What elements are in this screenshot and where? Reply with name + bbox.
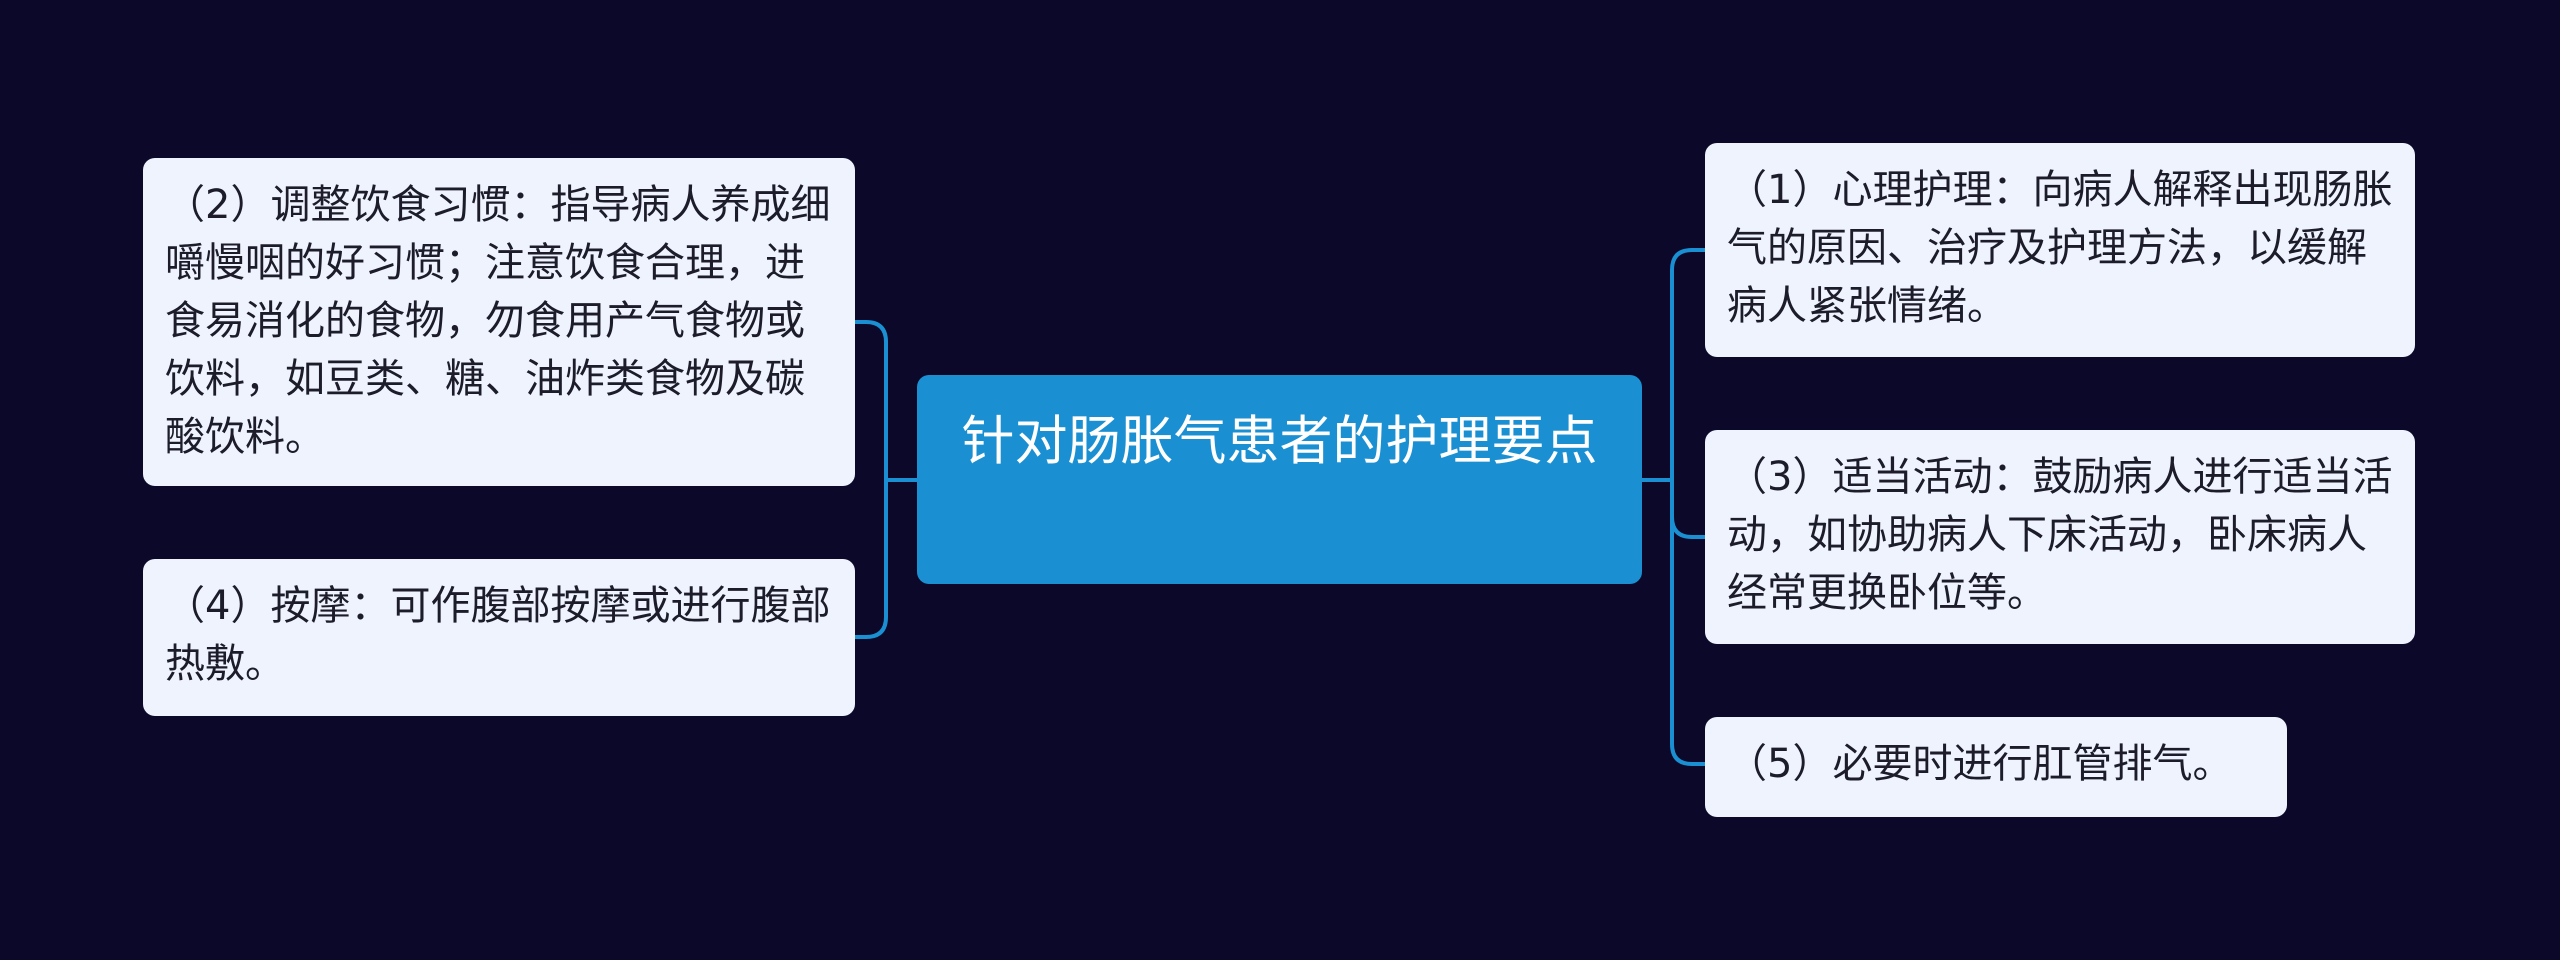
branch-node-3[interactable]: （3）适当活动：鼓励病人进行适当活动，如协助病人下床活动，卧床病人经常更换卧位等…	[1705, 430, 2415, 644]
branch-node-5[interactable]: （5）必要时进行肛管排气。	[1705, 717, 2287, 817]
branch-node-text: （1）心理护理：向病人解释出现肠胀气的原因、治疗及护理方法，以缓解病人紧张情绪。	[1727, 167, 2393, 329]
central-topic[interactable]: 针对肠胀气患者的护理要点	[917, 375, 1642, 584]
branch-node-2[interactable]: （2）调整饮食习惯：指导病人养成细嚼慢咽的好习惯；注意饮食合理，进食易消化的食物…	[143, 158, 855, 486]
branch-node-4[interactable]: （4）按摩：可作腹部按摩或进行腹部热敷。	[143, 559, 855, 716]
branch-node-text: （3）适当活动：鼓励病人进行适当活动，如协助病人下床活动，卧床病人经常更换卧位等…	[1727, 454, 2393, 616]
connector-right-trunk	[1670, 248, 1705, 766]
branch-node-1[interactable]: （1）心理护理：向病人解释出现肠胀气的原因、治疗及护理方法，以缓解病人紧张情绪。	[1705, 143, 2415, 357]
connector-to-n3	[1670, 516, 1705, 539]
central-topic-label: 针对肠胀气患者的护理要点	[961, 411, 1598, 472]
branch-node-text: （2）调整饮食习惯：指导病人养成细嚼慢咽的好习惯；注意饮食合理，进食易消化的食物…	[165, 182, 831, 460]
connector-left-trunk	[855, 320, 888, 639]
branch-node-text: （4）按摩：可作腹部按摩或进行腹部热敷。	[165, 583, 831, 687]
branch-node-text: （5）必要时进行肛管排气。	[1727, 741, 2233, 787]
